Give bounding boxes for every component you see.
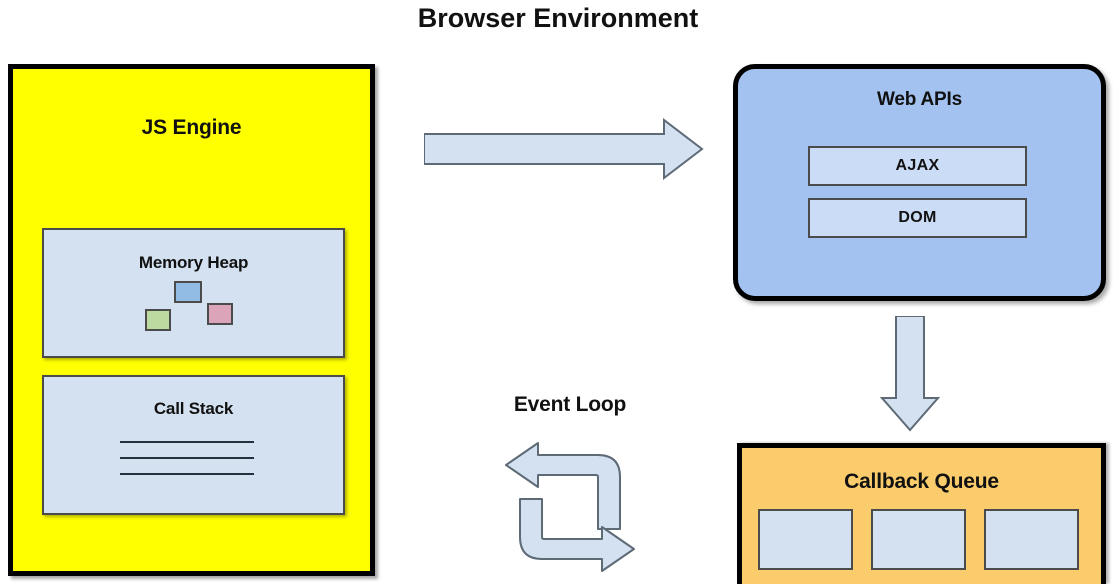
call-stack-frame-line — [120, 441, 254, 443]
web-api-item-ajax: AJAX — [808, 146, 1027, 186]
memory-heap-label: Memory Heap — [138, 253, 249, 272]
callback-queue-slot — [758, 509, 853, 570]
call-stack-frame-line — [120, 473, 254, 475]
arrow-js-engine-to-web-apis-icon — [424, 118, 704, 180]
web-api-item-dom: DOM — [808, 198, 1027, 238]
page-title: Browser Environment — [417, 3, 699, 33]
web-api-item-label: AJAX — [895, 157, 940, 174]
js-engine-label: JS Engine — [141, 116, 242, 139]
arrow-web-apis-to-callback-queue-icon — [880, 316, 940, 432]
event-loop-cycle-icon — [505, 442, 635, 572]
callback-queue-slot — [984, 509, 1079, 570]
heap-object-green-icon — [145, 309, 171, 331]
call-stack-frame-line — [120, 457, 254, 459]
heap-object-blue-icon — [174, 281, 202, 303]
call-stack-box — [42, 375, 345, 515]
web-api-item-label: DOM — [898, 209, 937, 226]
callback-queue-label: Callback Queue — [844, 470, 999, 493]
call-stack-label: Call Stack — [153, 399, 234, 418]
callback-queue-slot — [871, 509, 966, 570]
heap-object-pink-icon — [207, 303, 233, 325]
web-apis-label: Web APIs — [877, 89, 962, 110]
event-loop-label: Event Loop — [513, 393, 627, 416]
